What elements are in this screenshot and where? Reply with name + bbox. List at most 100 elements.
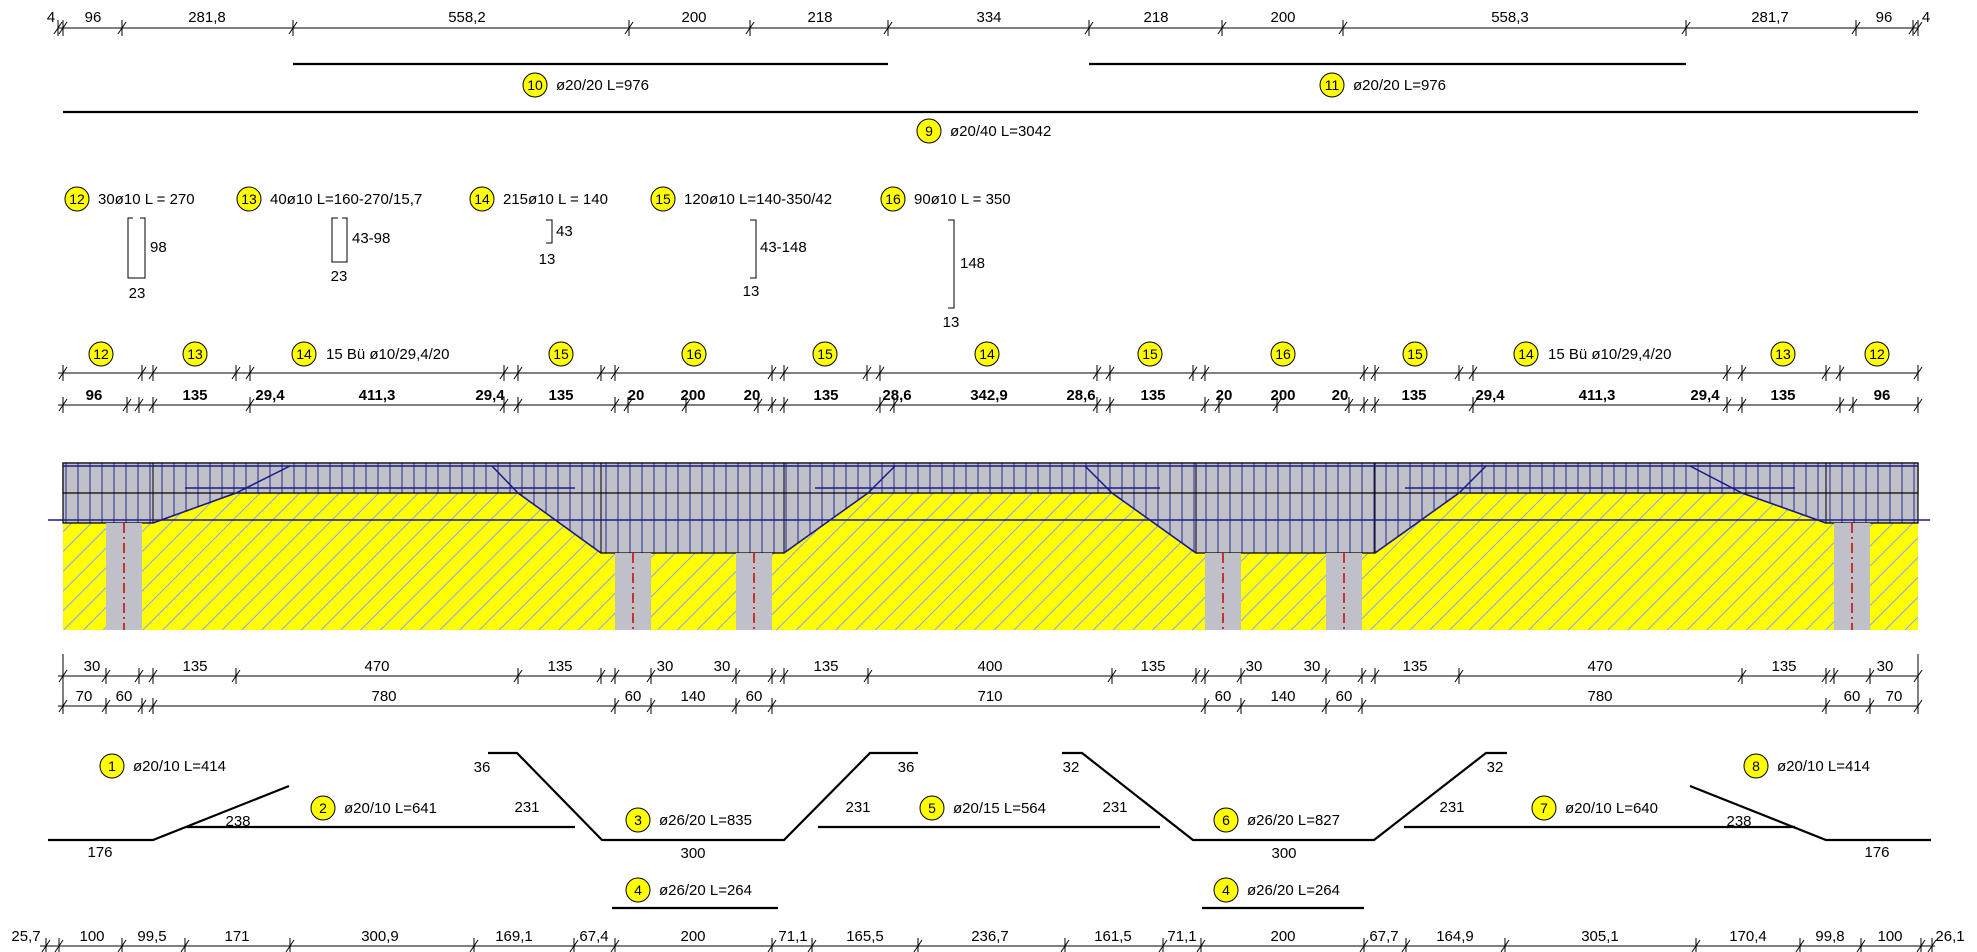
zone-mark: 14 [974,341,1000,367]
dim-text: 67,4 [579,928,608,945]
dim-text: 710 [977,688,1002,705]
dim-text: 30 [84,658,101,675]
soil-hatch [63,493,1918,630]
shape-dim: 231 [845,799,870,816]
dim-text: 60 [1844,688,1861,705]
svg-text:15: 15 [817,346,833,362]
svg-text:12: 12 [93,346,109,362]
shape-dim: 32 [1063,759,1080,776]
svg-text:ø26/20 L=264: ø26/20 L=264 [1247,882,1340,899]
svg-text:15: 15 [553,346,569,362]
dim-text: 30 [1304,658,1321,675]
shape-dim: 231 [1439,799,1464,816]
svg-text:14: 14 [1518,346,1534,362]
svg-text:12: 12 [69,191,85,207]
svg-text:ø20/20 L=976: ø20/20 L=976 [1353,77,1446,94]
dim-text: 411,3 [1579,387,1616,404]
dim-text: 28,6 [882,387,911,404]
svg-text:ø26/20 L=827: ø26/20 L=827 [1247,812,1340,829]
svg-text:4: 4 [634,882,642,898]
dim-text: 558,2 [448,9,486,26]
zone-mark: 15 [548,341,574,367]
svg-text:15: 15 [1142,346,1158,362]
dim-text: 30 [1246,658,1263,675]
svg-text:13: 13 [1775,346,1791,362]
svg-text:43-148: 43-148 [760,239,807,256]
dim-text: 200 [1270,387,1295,404]
svg-text:16: 16 [885,191,901,207]
dim-text: 135 [813,658,838,675]
svg-text:30ø10 L = 270: 30ø10 L = 270 [98,191,195,208]
zone-mark: 15 [1402,341,1428,367]
dim-text: 99,8 [1815,928,1844,945]
svg-text:10: 10 [527,77,543,93]
dim-text: 30 [1877,658,1894,675]
dim-text: 25,7 [11,928,40,945]
dim-text: 28,6 [1066,387,1095,404]
dim-text: 470 [1587,658,1612,675]
zone-mark: 13 [182,341,208,367]
svg-text:ø20/10 L=640: ø20/10 L=640 [1565,800,1658,817]
dim-text: 236,7 [971,928,1009,945]
dim-text: 135 [813,387,838,404]
dim-text: 135 [182,387,207,404]
dim-text: 135 [1402,658,1427,675]
shape-dim: 300 [1271,845,1296,862]
dim-text: 300,9 [361,928,399,945]
shape-dim: 231 [1102,799,1127,816]
dim-text: 470 [364,658,389,675]
bar-label-10: 10 ø20/20 L=976 [522,72,649,98]
cross-section [48,462,1930,630]
bar-label-9: 9 ø20/40 L=3042 [916,118,1051,144]
shape-dim: 300 [680,845,705,862]
rebar-lines [48,465,1930,554]
svg-text:ø20/20 L=976: ø20/20 L=976 [556,77,649,94]
dim-text: 135 [547,658,572,675]
svg-text:13: 13 [539,251,556,268]
shape-dim: 36 [898,759,915,776]
dim-text: 281,7 [1751,9,1789,26]
dim-text: 171 [224,928,249,945]
svg-text:14: 14 [979,346,995,362]
dim-text: 200 [680,387,705,404]
svg-text:11: 11 [1325,77,1340,93]
svg-text:7: 7 [1540,800,1548,816]
bent-bar-label-8: 8 ø20/10 L=414 [1743,753,1870,779]
svg-text:43-98: 43-98 [352,230,390,247]
shape-dim: 176 [87,844,112,861]
dim-text: 140 [680,688,705,705]
dim-text: 96 [85,9,102,26]
dim-text: 140 [1270,688,1295,705]
svg-text:ø20/10 L=414: ø20/10 L=414 [1777,758,1870,775]
svg-text:4: 4 [1222,882,1230,898]
dim-text: 200 [1270,928,1295,945]
dim-text: 71,1 [778,928,807,945]
svg-text:8: 8 [1752,758,1760,774]
dim-text: 99,5 [137,928,166,945]
dim-text: 96 [1876,9,1893,26]
dim-text: 135 [1771,658,1796,675]
dim-text: 4 [47,9,55,26]
dim-text: 281,8 [188,9,226,26]
svg-text:215ø10 L = 140: 215ø10 L = 140 [503,191,608,208]
dim-text: 60 [1336,688,1353,705]
svg-text:ø20/10 L=641: ø20/10 L=641 [344,800,437,817]
dim-text: 200 [681,9,706,26]
dim-text: 60 [116,688,133,705]
stirrup-schedule: 12 30ø10 L = 270 98 23 13 40ø10 L=160-27… [64,186,1011,331]
shape-dim: 36 [474,759,491,776]
zone-mark: 16 [681,341,707,367]
dim-text: 30 [657,658,674,675]
dim-text: 218 [807,9,832,26]
svg-text:13: 13 [187,346,203,362]
svg-text:14: 14 [474,191,490,207]
svg-text:ø20/40 L=3042: ø20/40 L=3042 [950,123,1051,140]
svg-text:13: 13 [241,191,257,207]
svg-text:23: 23 [331,268,348,285]
